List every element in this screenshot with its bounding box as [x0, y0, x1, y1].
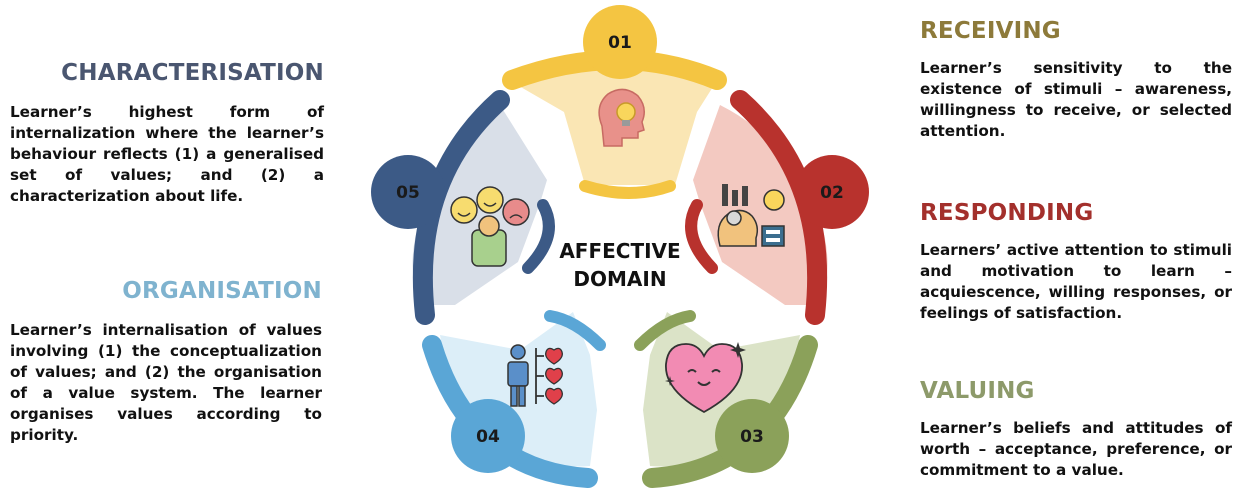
segment-03-number: 03: [740, 427, 764, 447]
segment-02-badge: [795, 155, 869, 229]
segment-05-number: 05: [396, 183, 420, 203]
segment-04: 04: [422, 310, 606, 488]
person-hearts-icon: [507, 344, 563, 407]
segment-05: 05: [371, 90, 555, 325]
characterisation-title: CHARACTERISATION: [61, 60, 324, 86]
segment-05-arc-inner: [522, 199, 555, 274]
receiving-panel: RECEIVING Learner’s sensitivity to the e…: [920, 18, 1232, 142]
characterisation-text: Learner’s highest form of internalizatio…: [10, 103, 324, 205]
characterisation-panel: CHARACTERISATION Learner’s highest form …: [10, 60, 324, 207]
segment-05-badge: [371, 155, 445, 229]
segment-02-arc-inner: [685, 199, 718, 274]
emotion-faces-person-icon: [450, 186, 530, 267]
segment-04-number: 04: [476, 427, 500, 447]
responding-title: RESPONDING: [920, 200, 1094, 226]
segment-03: 03: [634, 310, 818, 488]
segment-03-badge: [715, 399, 789, 473]
organisation-text: Learner’s internalisation of values invo…: [10, 321, 322, 444]
segment-02-number: 02: [820, 183, 844, 203]
valuing-panel: VALUING Learner’s beliefs and attitudes …: [920, 378, 1232, 481]
responding-text: Learners’ active attention to stimuli an…: [920, 241, 1232, 322]
segment-01-badge: [583, 5, 657, 79]
responding-panel: RESPONDING Learners’ active attention to…: [920, 200, 1232, 324]
segment-03-arc-inner: [634, 310, 696, 351]
mind-ideas-icon: [717, 184, 785, 247]
organisation-panel: ORGANISATION Learner’s internalisation o…: [10, 278, 322, 446]
segment-02: 02: [685, 90, 869, 325]
center-label-line1: AFFECTIVE: [559, 239, 680, 263]
segment-02-fill: [693, 105, 828, 305]
receiving-text: Learner’s sensitivity to the existence o…: [920, 59, 1232, 140]
smiling-heart-icon: [665, 342, 746, 414]
head-lightbulb-icon: [598, 88, 645, 147]
organisation-title: ORGANISATION: [122, 278, 322, 304]
center-label-line2: DOMAIN: [573, 267, 666, 291]
segment-01-arc-inner: [579, 180, 676, 199]
segment-04-badge: [451, 399, 525, 473]
valuing-text: Learner’s beliefs and attitudes of worth…: [920, 419, 1232, 479]
receiving-title: RECEIVING: [920, 18, 1061, 44]
affective-domain-diagram: 01 02 03: [371, 5, 869, 488]
segment-01-number: 01: [608, 33, 632, 53]
valuing-title: VALUING: [920, 378, 1035, 404]
segment-04-arc-inner: [544, 310, 606, 351]
segment-01: 01: [502, 5, 727, 199]
